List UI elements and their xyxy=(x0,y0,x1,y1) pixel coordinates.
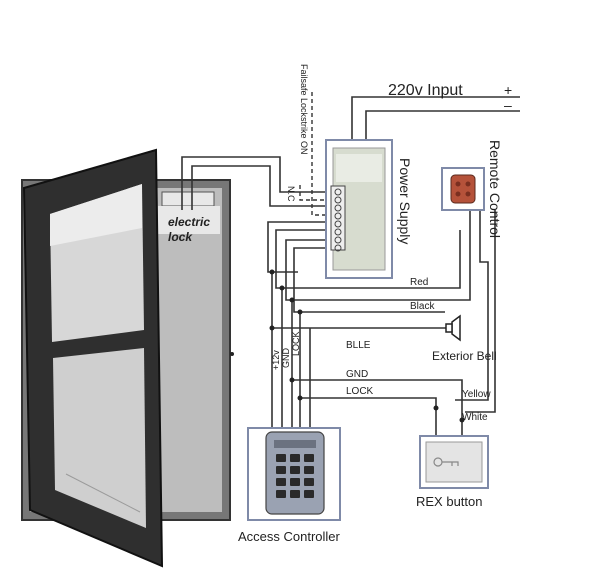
power-supply-label: Power Supply xyxy=(397,158,413,244)
door-assembly: electric lock xyxy=(21,148,231,568)
bell-wire-label: BLLE xyxy=(346,340,371,351)
input-plus-label: + xyxy=(504,82,512,98)
input-220v-label: 220v Input xyxy=(388,82,463,99)
electric-lock xyxy=(161,191,215,207)
bell-icon xyxy=(451,314,461,342)
white-wire-label: White xyxy=(462,412,488,423)
rex-button-label: REX button xyxy=(416,494,483,509)
keypad-buttons xyxy=(276,454,314,498)
exterior-bell-label: Exterior Bell xyxy=(432,349,497,363)
gnd-vertical-label: GND xyxy=(281,348,291,369)
wiring xyxy=(181,92,520,436)
nc-label: N.C xyxy=(286,186,296,202)
electric-lock-label-1: electric xyxy=(168,215,210,229)
red-wire-label: Red xyxy=(410,277,428,288)
power-supply: Power Supply xyxy=(325,139,413,279)
lock-wire-label: LOCK xyxy=(346,386,374,397)
rex-button-device xyxy=(419,435,489,489)
failsafe-label: Failsafe Lockstrike ON xyxy=(299,64,309,155)
input-minus-label: – xyxy=(504,97,512,113)
door-lower-glass xyxy=(53,348,146,528)
electric-lock-label-2: lock xyxy=(168,230,193,244)
access-controller-label: Access Controller xyxy=(238,529,341,544)
access-controller xyxy=(247,427,341,521)
power-supply-terminals xyxy=(330,185,346,251)
remote-control-label: Remote Control xyxy=(487,140,503,238)
lock-vertical-label: LOCK xyxy=(291,331,301,356)
yellow-wire-label: Yellow xyxy=(462,389,491,400)
gnd-wire-label: GND xyxy=(346,369,368,380)
remote-control: Remote Control xyxy=(441,140,503,238)
plus12v-label: +12v xyxy=(271,350,281,370)
black-wire-label: Black xyxy=(410,301,435,312)
exterior-bell xyxy=(445,314,461,342)
remote-control-fob xyxy=(450,174,476,204)
